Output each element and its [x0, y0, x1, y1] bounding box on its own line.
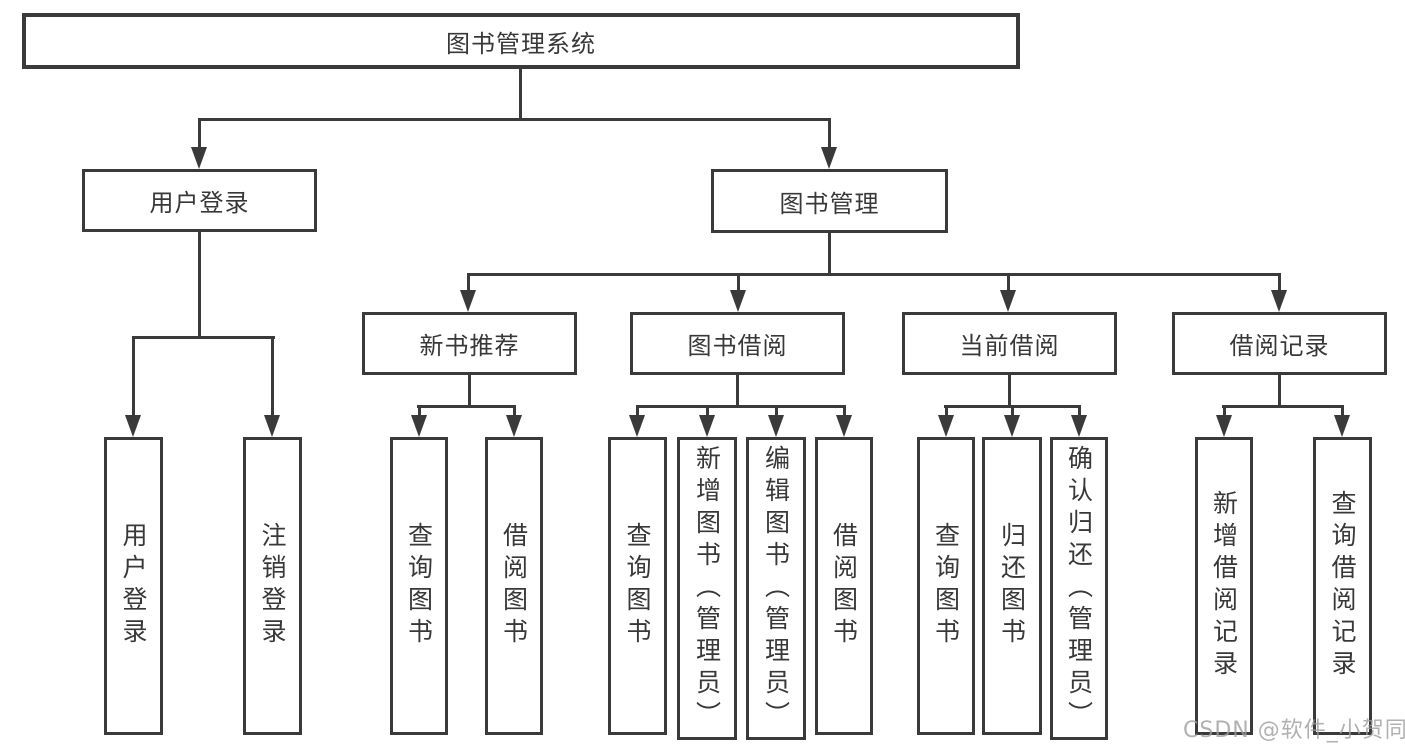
- connector-sec2-stem: [737, 273, 740, 293]
- connector-login-down: [198, 232, 201, 336]
- leaf-logout: 注销登录: [243, 437, 302, 735]
- arrow-to-login-child2: [264, 415, 280, 437]
- node-book-manage-label: 图书管理: [779, 189, 880, 218]
- leaf-confirm-return-admin-label: 确认归还（管理员）: [1064, 444, 1094, 733]
- leaf-query-borrow-record: 查询借阅记录: [1313, 437, 1372, 735]
- node-borrow-record-label: 借阅记录: [1229, 332, 1330, 360]
- leaf-current-query-book: 查询图书: [917, 437, 975, 735]
- node-new-book-recommend-label: 新书推荐: [419, 332, 520, 360]
- arrow-to-sec4-child1: [1216, 415, 1232, 437]
- leaf-query-borrow-record-label: 查询借阅记录: [1328, 490, 1357, 682]
- connector-sec2-child1-stem: [636, 405, 639, 418]
- connector-login-child2-stem: [271, 336, 274, 418]
- node-current-borrow-label: 当前借阅: [959, 332, 1060, 360]
- connector-manage-stem: [828, 118, 831, 150]
- leaf-borrow-query-book-label: 查询图书: [623, 522, 652, 650]
- connector-level2-bar: [198, 118, 831, 121]
- leaf-add-borrow-record-label: 新增借阅记录: [1209, 490, 1239, 682]
- leaf-borrow-book-label: 借阅图书: [829, 522, 859, 650]
- arrow-to-sec2-child4: [836, 415, 852, 437]
- connector-sec1-stem: [467, 273, 470, 293]
- connector-level3-bar: [467, 273, 1281, 276]
- leaf-user-login: 用户登录: [104, 437, 163, 735]
- arrow-to-sec2-child1: [629, 415, 645, 437]
- connector-sec4-child2-stem: [1341, 405, 1344, 418]
- arrow-to-sec1-child2: [506, 415, 522, 437]
- leaf-current-query-book-label: 查询图书: [931, 522, 961, 650]
- node-user-login: 用户登录: [82, 169, 317, 232]
- arrow-to-sec2: [730, 290, 746, 312]
- node-borrow-record: 借阅记录: [1172, 312, 1387, 375]
- connector-sec1-down: [468, 375, 471, 408]
- node-current-borrow: 当前借阅: [902, 312, 1117, 375]
- arrow-to-manage: [821, 147, 837, 169]
- connector-sec3-child1-stem: [945, 405, 948, 418]
- arrow-to-sec1-child1: [411, 415, 427, 437]
- leaf-borrow-book: 借阅图书: [815, 437, 873, 735]
- connector-manage-down: [828, 233, 831, 273]
- connector-sec3-stem: [1007, 273, 1010, 293]
- connector-sec1-bar: [417, 405, 516, 408]
- leaf-recommend-query-book: 查询图书: [390, 437, 448, 735]
- arrow-to-sec4-child2: [1334, 415, 1350, 437]
- connector-sec3-child3-stem: [1078, 405, 1081, 418]
- connector-sec2-child3-stem: [775, 405, 778, 418]
- node-book-borrow-label: 图书借阅: [687, 332, 788, 360]
- leaf-logout-label: 注销登录: [258, 522, 287, 650]
- leaf-recommend-borrow-book-label: 借阅图书: [499, 522, 529, 650]
- connector-sec1-child2-stem: [513, 405, 516, 418]
- connector-sec3-child2-stem: [1011, 405, 1014, 418]
- leaf-edit-book-admin-label: 编辑图书（管理员）: [761, 444, 791, 733]
- arrow-to-sec2-child3: [768, 415, 784, 437]
- leaf-borrow-query-book: 查询图书: [608, 437, 667, 735]
- node-book-manage: 图书管理: [711, 169, 948, 233]
- connector-sec2-child2-stem: [706, 405, 709, 418]
- arrow-to-sec3-child1: [938, 415, 954, 437]
- connector-sec4-stem: [1278, 273, 1281, 293]
- leaf-recommend-query-book-label: 查询图书: [404, 522, 434, 650]
- arrow-to-sec3-child3: [1071, 415, 1087, 437]
- node-book-borrow: 图书借阅: [630, 312, 845, 375]
- connector-sec2-child4-stem: [843, 405, 846, 418]
- connector-sec2-down: [736, 375, 739, 408]
- arrow-to-login: [191, 147, 207, 169]
- leaf-confirm-return-admin: 确认归还（管理员）: [1050, 437, 1108, 740]
- connector-sec2-bar: [636, 405, 846, 408]
- arrow-to-sec4: [1271, 290, 1287, 312]
- leaf-user-login-label: 用户登录: [119, 522, 148, 650]
- connector-login-stem: [198, 118, 201, 150]
- connector-login-bar: [132, 336, 275, 339]
- connector-root-stem: [519, 68, 522, 118]
- connector-sec4-bar: [1222, 405, 1344, 408]
- node-root: 图书管理系统: [22, 13, 1020, 69]
- leaf-add-book-admin-label: 新增图书（管理员）: [692, 444, 722, 733]
- leaf-add-book-admin: 新增图书（管理员）: [677, 437, 737, 740]
- connector-sec4-down: [1278, 375, 1281, 408]
- leaf-return-book: 归还图书: [982, 437, 1042, 735]
- leaf-recommend-borrow-book: 借阅图书: [485, 437, 543, 735]
- arrow-to-sec3: [1000, 290, 1016, 312]
- leaf-edit-book-admin: 编辑图书（管理员）: [746, 437, 806, 740]
- leaf-return-book-label: 归还图书: [997, 522, 1027, 650]
- leaf-add-borrow-record: 新增借阅记录: [1195, 437, 1253, 735]
- node-new-book-recommend: 新书推荐: [362, 312, 577, 375]
- connector-sec4-child1-stem: [1223, 405, 1226, 418]
- csdn-watermark: CSDN @软件_小贺同学: [1183, 718, 1405, 743]
- connector-sec3-down: [1008, 375, 1011, 408]
- arrow-to-login-child1: [125, 415, 141, 437]
- arrow-to-sec1: [460, 290, 476, 312]
- node-root-label: 图书管理系统: [446, 29, 596, 58]
- connector-sec1-child1-stem: [418, 405, 421, 418]
- node-user-login-label: 用户登录: [149, 189, 250, 217]
- connector-login-child1-stem: [132, 336, 135, 418]
- arrow-to-sec2-child2: [699, 415, 715, 437]
- arrow-to-sec3-child2: [1004, 415, 1020, 437]
